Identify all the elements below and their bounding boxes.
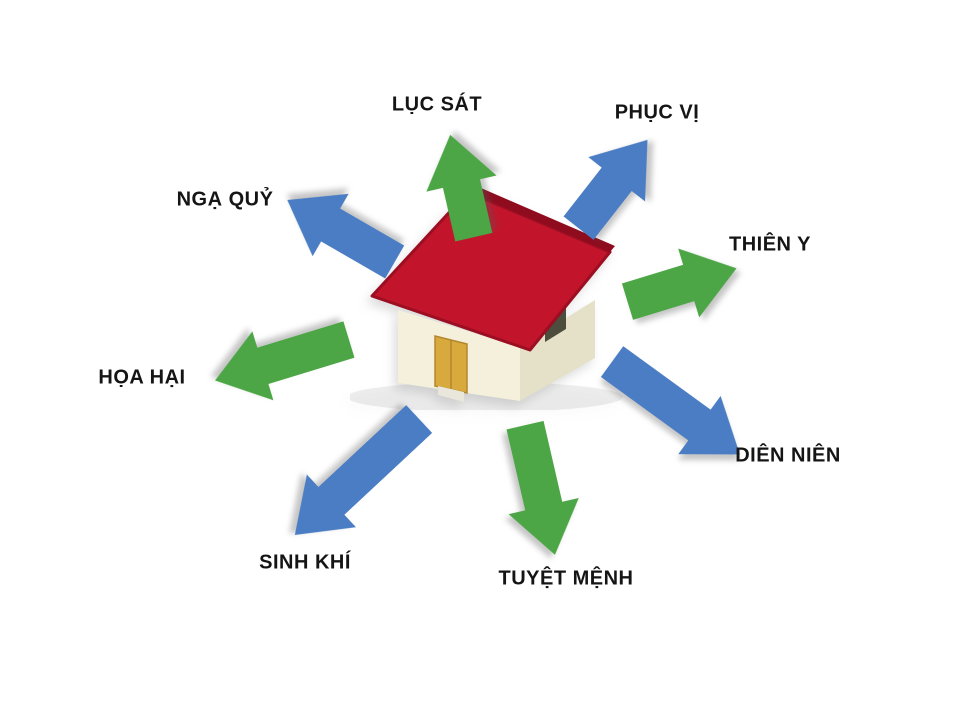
label-hoa-hai: HỌA HẠI [98,366,186,389]
arrow-up-icon [426,134,497,242]
arrow-down-right-shape [600,346,740,455]
arrow-down-shape [506,420,579,555]
label-tuyet-menh: TUYỆT MỆNH [498,567,634,590]
arrow-down-left-icon [294,405,433,535]
arrow-right-icon [621,248,737,320]
arrow-left-shape [215,321,355,401]
arrow-right-shape [621,248,737,320]
arrow-up-shape [426,134,497,242]
label-sinh-khi: SINH KHÍ [259,551,351,574]
house-side-wall [520,300,595,401]
arrow-up-left-icon [287,193,405,279]
arrow-down-right-icon [600,346,740,455]
house-doorstep [438,386,464,402]
label-phuc-vi: PHỤC VỊ [614,101,700,124]
arrow-up-left-shape [287,193,405,279]
label-dien-nien: DIÊN NIÊN [735,444,841,467]
label-nga-quy: NGẠ QUỶ [176,188,274,211]
label-luc-sat: LỤC SÁT [391,93,483,116]
arrow-up-right-shape [563,139,648,240]
arrow-down-left-shape [294,405,433,535]
arrow-down-icon [506,420,579,555]
label-thien-y: THIÊN Y [728,233,812,256]
house-roof-ridge [468,185,615,252]
house-window [545,307,566,342]
arrow-left-icon [215,321,355,401]
house-illustration [350,185,623,410]
arrow-up-right-icon [563,139,648,240]
